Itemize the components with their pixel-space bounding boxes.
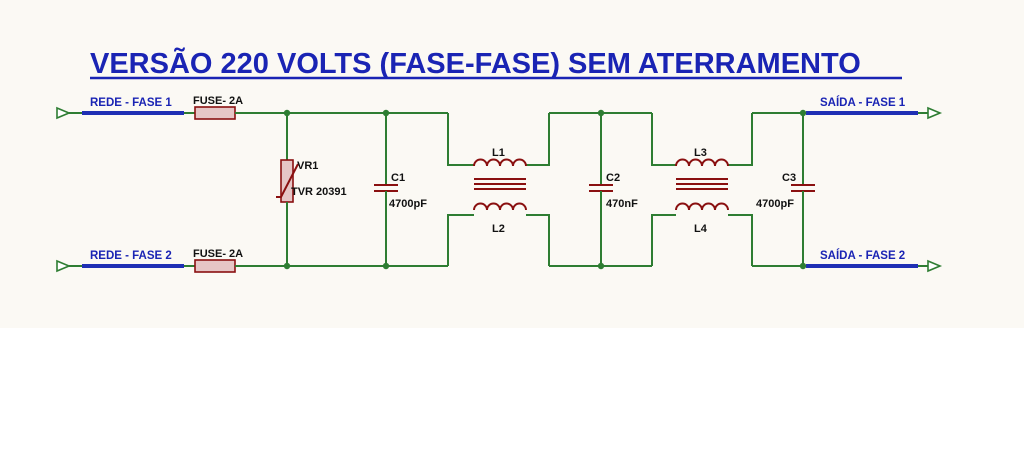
input-port-phase2 [56,259,72,273]
inductor-l1-label: L1 [492,147,505,159]
inductor-l1 [473,158,527,167]
capacitor-c1-value: 4700pF [389,198,427,210]
capacitor-c3-ref: C3 [782,172,796,184]
diagram-title: VERSÃO 220 VOLTS (FASE-FASE) SEM ATERRAM… [90,46,861,80]
input-label-phase1: REDE - FASE 1 [90,97,172,109]
varistor-ref: VR1 [297,160,318,172]
input-label-phase2: REDE - FASE 2 [90,250,172,262]
wire [447,214,474,266]
varistor-symbol-line [276,163,299,198]
wire [651,113,676,166]
wire [526,113,550,166]
junction-dot [283,262,291,270]
output-label-phase1: SAÍDA - FASE 1 [820,96,906,109]
capacitor-c2-ref: C2 [606,172,620,184]
inductor-l2-label: L2 [492,223,505,235]
wire [447,113,474,166]
output-port-phase1 [927,106,943,120]
output-port-phase2 [927,259,943,273]
inductor-l3 [675,158,729,167]
varistor-value: TVR 20391 [291,186,347,198]
fuse-2-label: FUSE- 2A [193,248,243,260]
junction-dot [283,109,291,117]
junction-dot [597,262,605,270]
inductor-l2 [473,202,527,211]
inductor-l3-label: L3 [694,147,707,159]
schematic: VERSÃO 220 VOLTS (FASE-FASE) SEM ATERRAM… [56,46,943,273]
capacitor-c2-value: 470nF [606,198,638,210]
junction-dot [382,262,390,270]
output-label-phase2: SAÍDA - FASE 2 [820,249,905,262]
fuse-1-label: FUSE- 2A [193,95,243,107]
wire [651,214,676,266]
junction-dot [799,262,807,270]
schematic-canvas: VERSÃO 220 VOLTS (FASE-FASE) SEM ATERRAM… [0,0,1024,328]
wire [728,113,753,166]
input-port-phase1 [56,106,72,120]
junction-dot [597,109,605,117]
junction-dot [799,109,807,117]
wire [526,214,550,266]
capacitor-c1-ref: C1 [391,172,405,184]
inductor-l4-label: L4 [694,223,708,235]
inductor-l4 [675,202,729,211]
fuse-1 [194,106,236,120]
junction-dot [382,109,390,117]
fuse-2 [194,259,236,273]
wire [728,214,753,266]
capacitor-c3-value: 4700pF [756,198,794,210]
